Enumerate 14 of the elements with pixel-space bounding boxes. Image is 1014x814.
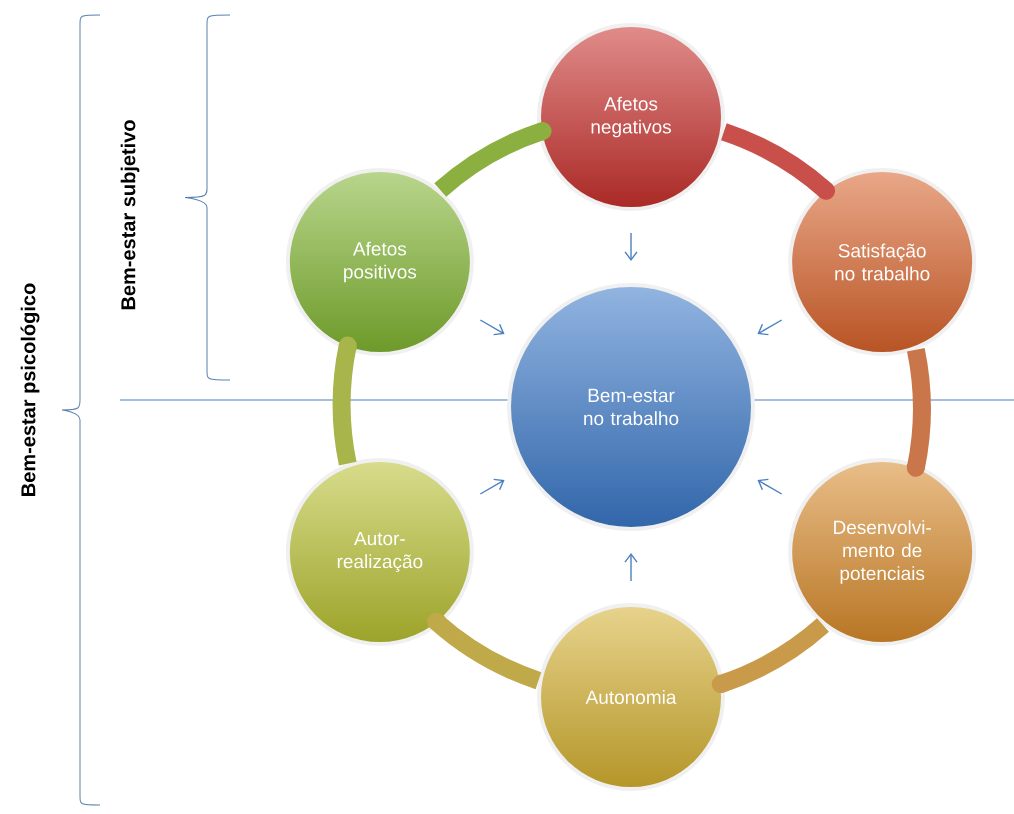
ring-segment (906, 348, 931, 477)
side-label: Bem-estar psicológico (20, 283, 40, 496)
ring-segment (332, 336, 357, 466)
ring-segment (434, 121, 552, 197)
side-label: Bem-estar subjetivo (120, 120, 140, 310)
ring-segment (711, 618, 829, 694)
arrow (479, 478, 505, 495)
arrow (624, 232, 638, 261)
arrow (757, 319, 783, 336)
arrow (624, 553, 638, 582)
arrow (479, 319, 505, 336)
ring-segment (720, 123, 836, 200)
ring-segment (427, 612, 542, 690)
arrow (757, 478, 783, 495)
